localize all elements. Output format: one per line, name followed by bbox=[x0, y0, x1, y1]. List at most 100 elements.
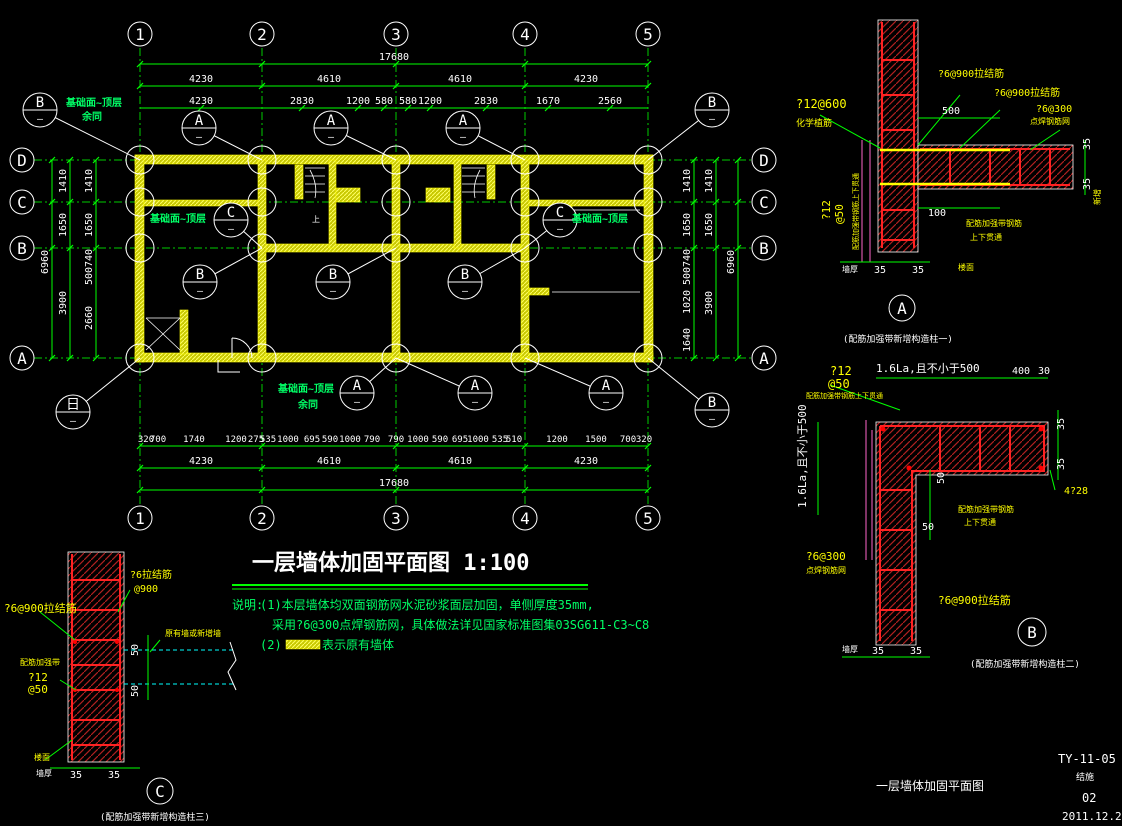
dim-tick bbox=[258, 464, 266, 472]
dim-top-detail: 4230 bbox=[189, 96, 213, 107]
axis-bubble-col-1 bbox=[127, 505, 153, 531]
dim-bottom-detail: 510 bbox=[506, 435, 522, 445]
detail-c-bubble-label: C bbox=[155, 782, 165, 801]
detail-a-dim-500: 500 bbox=[942, 106, 960, 117]
axis-label-col-2: 2 bbox=[257, 25, 267, 44]
dim-tick bbox=[92, 156, 100, 164]
dim-tick bbox=[48, 156, 56, 164]
dim-bottom-bay: 4230 bbox=[189, 456, 213, 467]
dim-left-inner: 500 bbox=[84, 267, 95, 285]
dim-tick bbox=[644, 442, 652, 450]
column-circle bbox=[247, 233, 277, 263]
dim-tick bbox=[66, 244, 74, 252]
axis-label-col-5: 5 bbox=[643, 509, 653, 528]
dim-bottom-detail: 700 bbox=[620, 435, 636, 445]
dim-right-outer: 3900 bbox=[704, 291, 715, 315]
column-circle bbox=[510, 187, 540, 217]
column-circle bbox=[125, 187, 155, 217]
note-foundation-roof-cl: 基础面~顶层 bbox=[149, 212, 206, 225]
axis-bubble-col-1 bbox=[127, 21, 153, 47]
dim-right-total: 6960 bbox=[726, 250, 737, 274]
dim-tick bbox=[48, 244, 56, 252]
axis-bubble-row-D bbox=[751, 147, 777, 173]
dim-bottom-detail: 320 bbox=[636, 435, 652, 445]
discipline: 结施 bbox=[1076, 771, 1094, 783]
axis-label-col-1: 1 bbox=[135, 509, 145, 528]
dim-tick bbox=[544, 104, 552, 112]
dim-top-bay: 4230 bbox=[574, 74, 598, 85]
dim-tick bbox=[712, 244, 720, 252]
column-circle bbox=[247, 187, 277, 217]
dim-top-detail: 580 bbox=[399, 96, 417, 107]
sheet-title: 一层墙体加固平面图 bbox=[876, 779, 984, 793]
axis-bubble-col-3 bbox=[383, 505, 409, 531]
axis-label-row-B: B bbox=[759, 239, 769, 258]
callout-a-4-label: A bbox=[353, 378, 362, 394]
dim-tick bbox=[712, 156, 720, 164]
callout-b-4-sub: — bbox=[462, 286, 469, 297]
detail-a-side-12: ?12 bbox=[820, 200, 833, 220]
detail-b-mesh-300: ?6@300 bbox=[806, 550, 846, 563]
callout-b-3-label: B bbox=[329, 267, 337, 283]
dim-tick bbox=[66, 156, 74, 164]
note-line-1b: 采用?6@300点焊钢筋网，具体做法详见国家标准图集03SG611-C3~C8 bbox=[272, 617, 649, 632]
dim-bottom-detail: 1000 bbox=[339, 435, 361, 445]
callout-a-2-sub: — bbox=[328, 132, 335, 143]
callout-a-3-label: A bbox=[459, 113, 468, 129]
callout-b-tl-label: B bbox=[36, 95, 44, 111]
dim-top-detail: 1670 bbox=[536, 96, 560, 107]
dim-tick bbox=[521, 60, 529, 68]
callout-a-4-sub: — bbox=[354, 397, 361, 408]
detail-a-dim-35c: 35 bbox=[1082, 138, 1093, 150]
callout-c-r-label: C bbox=[556, 205, 564, 221]
dim-tick bbox=[521, 82, 529, 90]
axis-label-row-C: C bbox=[17, 193, 27, 212]
plan-title: 一层墙体加固平面图 1:100 bbox=[252, 551, 529, 576]
dim-tick bbox=[392, 82, 400, 90]
dim-bottom-detail: 695 bbox=[304, 435, 320, 445]
detail-b-dim-30: 30 bbox=[1038, 366, 1050, 377]
dim-right-inner: 1020 bbox=[682, 290, 693, 314]
detail-c-tie-900b: ?6@900拉结筋 bbox=[4, 601, 77, 615]
dim-bottom-detail: 535 bbox=[492, 435, 508, 445]
callout-c-l-label: C bbox=[227, 205, 235, 221]
detail-a-dim-35a: 35 bbox=[874, 265, 886, 276]
axis-bubble-col-5 bbox=[635, 505, 661, 531]
detail-b-wall-thk: 墙厚 bbox=[842, 644, 858, 654]
dim-top-detail: 2830 bbox=[290, 96, 314, 107]
dim-top-detail: 2560 bbox=[598, 96, 622, 107]
dim-right-inner: 740 bbox=[682, 249, 693, 267]
detail-a-side-50: @50 bbox=[833, 204, 846, 224]
dim-tick bbox=[392, 464, 400, 472]
dim-left-outer: 1410 bbox=[58, 169, 69, 193]
callout-b-tr-label: B bbox=[708, 95, 716, 111]
axis-label-row-D: D bbox=[759, 151, 769, 170]
detail-a-side-note: 配筋加强带钢筋上下贯通 bbox=[851, 173, 860, 250]
dim-bottom-detail: 1740 bbox=[183, 435, 205, 445]
column-circle bbox=[247, 343, 277, 373]
column-circle bbox=[247, 145, 277, 175]
axis-label-row-A: A bbox=[759, 349, 769, 368]
dim-right-outer: 1650 bbox=[704, 213, 715, 237]
dim-top-bay: 4610 bbox=[317, 74, 341, 85]
detail-c-bar-50: @50 bbox=[28, 683, 48, 696]
dim-tick bbox=[354, 104, 362, 112]
callout-b-tl-sub: — bbox=[37, 114, 44, 125]
detail-b-bar-50: @50 bbox=[828, 377, 850, 391]
detail-b: ?12 @50 配筋加强带钢筋上下贯通 配筋加强带钢筋 上下贯通 ?6@300 … bbox=[796, 362, 1088, 670]
detail-b-la: 1.6La,且不小于500 bbox=[876, 362, 980, 375]
axis-label-col-1: 1 bbox=[135, 25, 145, 44]
column-circle bbox=[381, 187, 411, 217]
callout-b-4-label: B bbox=[461, 267, 469, 283]
callout-b-3-sub: — bbox=[330, 286, 337, 297]
detail-a-mesh-300: ?6@300 bbox=[1036, 104, 1072, 115]
callout-b-2-label: B bbox=[196, 267, 204, 283]
dim-tick bbox=[690, 198, 698, 206]
dim-bottom-bay: 4610 bbox=[448, 456, 472, 467]
detail-b-mesh-weld: 点焊钢筋网 bbox=[806, 565, 846, 575]
detail-a-wall-thk: 墙厚 bbox=[842, 264, 858, 274]
detail-b-dim-50b: 50 bbox=[922, 522, 934, 533]
callout-b-2-sub: — bbox=[197, 286, 204, 297]
